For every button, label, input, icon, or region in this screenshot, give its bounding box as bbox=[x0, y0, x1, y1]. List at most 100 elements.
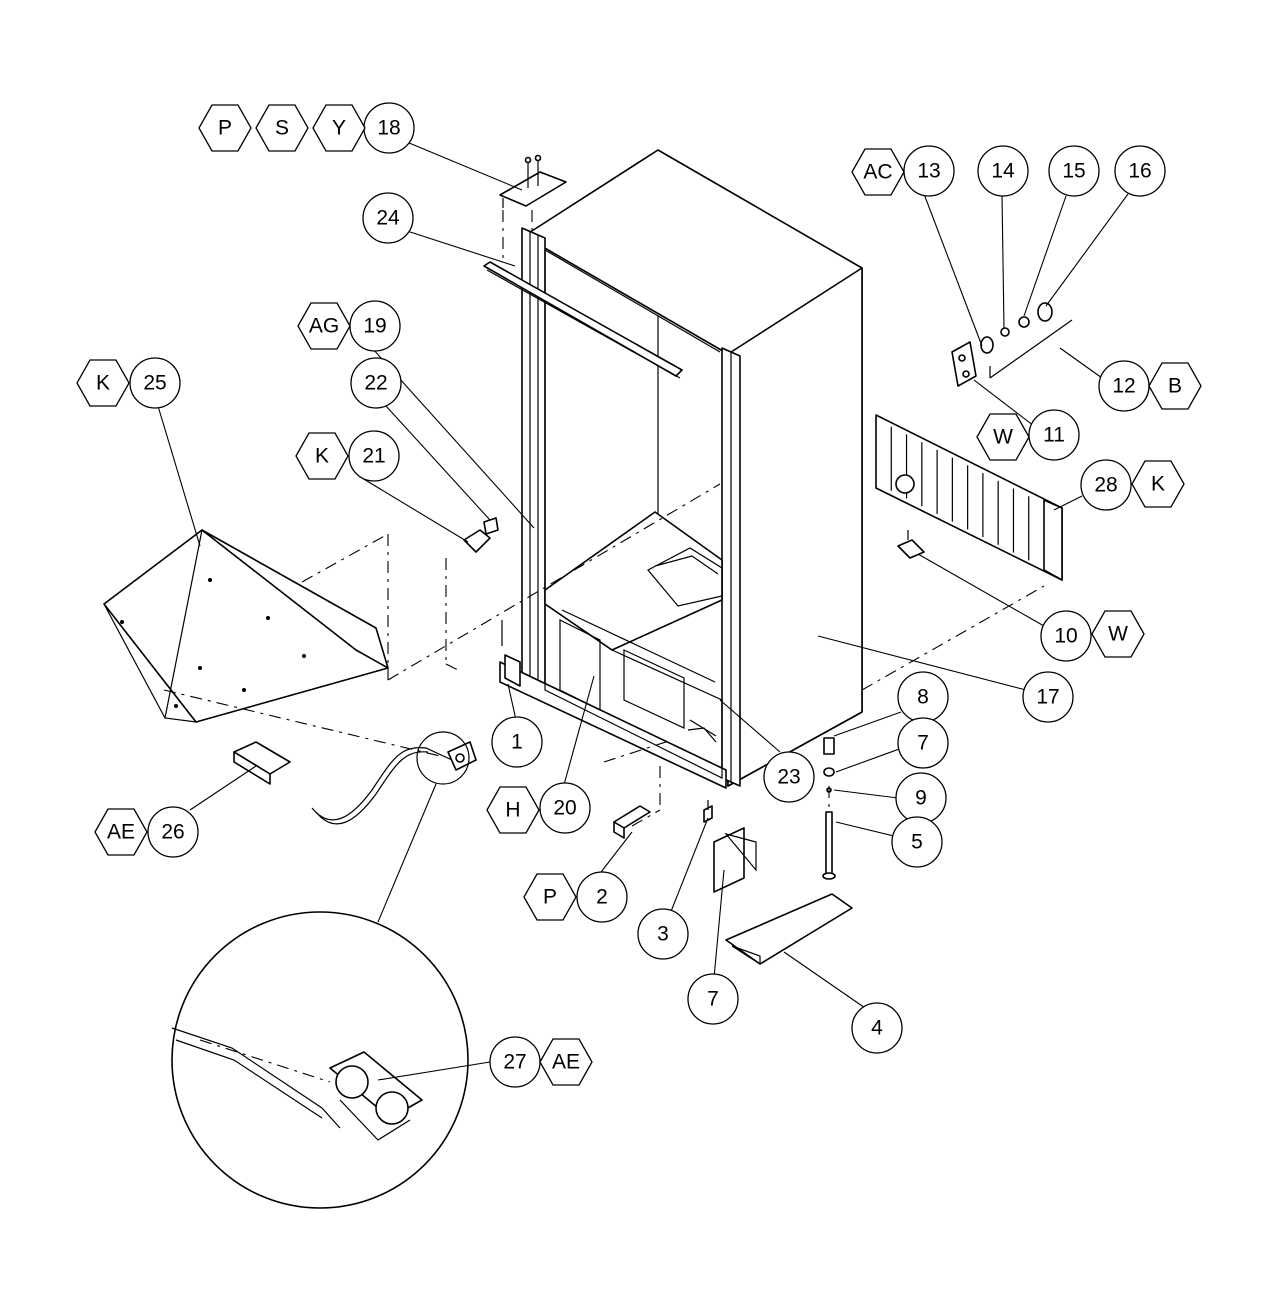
svg-text:H: H bbox=[505, 799, 520, 822]
cover-screw bbox=[208, 578, 212, 582]
svg-text:13: 13 bbox=[917, 160, 940, 183]
svg-text:AE: AE bbox=[107, 821, 135, 844]
callout-11: 11 bbox=[1028, 409, 1080, 461]
callout-S: S bbox=[255, 104, 309, 152]
callout-14: 14 bbox=[977, 145, 1029, 197]
callout-28: 28 bbox=[1080, 459, 1132, 511]
callout-26: 26 bbox=[147, 806, 199, 858]
svg-text:W: W bbox=[993, 426, 1013, 449]
svg-text:21: 21 bbox=[362, 445, 385, 468]
svg-text:15: 15 bbox=[1062, 160, 1085, 183]
callout-27: 27 bbox=[489, 1036, 541, 1088]
callout-AG: AG bbox=[297, 302, 351, 350]
right-hinge-assembly bbox=[951, 302, 1073, 387]
callout-9: 9 bbox=[895, 772, 947, 824]
callout-AE-26: AE bbox=[94, 808, 148, 856]
svg-text:26: 26 bbox=[161, 821, 184, 844]
top-hinge-plate bbox=[499, 154, 567, 208]
svg-text:2: 2 bbox=[596, 886, 608, 909]
callout-21: 21 bbox=[348, 430, 400, 482]
callout-17: 17 bbox=[1022, 671, 1074, 723]
callout-P-2: P bbox=[523, 873, 577, 921]
callout-P: P bbox=[198, 104, 252, 152]
callout-Y: Y bbox=[312, 104, 366, 152]
svg-text:18: 18 bbox=[377, 117, 400, 140]
svg-text:14: 14 bbox=[991, 160, 1015, 183]
bracket-21-22 bbox=[463, 517, 499, 553]
svg-text:5: 5 bbox=[911, 831, 923, 854]
svg-text:24: 24 bbox=[376, 207, 400, 230]
svg-text:19: 19 bbox=[363, 315, 386, 338]
svg-text:K: K bbox=[96, 372, 110, 395]
callout-2: 2 bbox=[576, 871, 628, 923]
power-cord bbox=[311, 731, 477, 825]
callout-AC: AC bbox=[851, 148, 905, 196]
svg-text:16: 16 bbox=[1128, 160, 1151, 183]
callout-K-28: K bbox=[1131, 460, 1185, 508]
callout-16: 16 bbox=[1114, 145, 1166, 197]
small-bracket bbox=[897, 530, 925, 559]
svg-text:25: 25 bbox=[143, 372, 166, 395]
machine-cover bbox=[103, 529, 389, 723]
callout-25: 25 bbox=[129, 357, 181, 409]
callout-18: 18 bbox=[363, 102, 415, 154]
cover-screw bbox=[174, 704, 178, 708]
callouts: 18 Y S P 24 AC 13 14 15 16 AG 19 K 25 22… bbox=[76, 102, 1202, 1088]
svg-text:AE: AE bbox=[552, 1051, 580, 1074]
svg-text:23: 23 bbox=[777, 766, 800, 789]
callout-W-10: W bbox=[1091, 610, 1145, 658]
svg-text:S: S bbox=[275, 117, 289, 140]
svg-text:22: 22 bbox=[364, 372, 387, 395]
svg-text:4: 4 bbox=[871, 1017, 883, 1040]
svg-text:W: W bbox=[1108, 623, 1128, 646]
svg-text:9: 9 bbox=[915, 787, 927, 810]
svg-text:1: 1 bbox=[511, 731, 523, 754]
svg-text:AC: AC bbox=[863, 161, 892, 184]
svg-text:Y: Y bbox=[332, 117, 346, 140]
callout-7-lower: 7 bbox=[687, 973, 739, 1025]
svg-text:K: K bbox=[1151, 473, 1165, 496]
callout-B: B bbox=[1148, 362, 1202, 410]
svg-text:27: 27 bbox=[503, 1051, 526, 1074]
callout-19: 19 bbox=[349, 300, 401, 352]
callout-3: 3 bbox=[637, 908, 689, 960]
callout-10: 10 bbox=[1040, 610, 1092, 662]
cover-screw bbox=[198, 666, 202, 670]
svg-text:17: 17 bbox=[1036, 686, 1059, 709]
cover-screw bbox=[120, 620, 124, 624]
svg-text:3: 3 bbox=[657, 923, 669, 946]
cover-screw bbox=[266, 616, 270, 620]
callout-13: 13 bbox=[903, 145, 955, 197]
cabinet-body bbox=[499, 149, 863, 789]
callout-4: 4 bbox=[851, 1002, 903, 1054]
callout-W-11: W bbox=[976, 413, 1030, 461]
callout-23: 23 bbox=[763, 751, 815, 803]
callout-H: H bbox=[486, 786, 540, 834]
callout-K-21: K bbox=[295, 432, 349, 480]
svg-text:B: B bbox=[1168, 375, 1182, 398]
svg-text:28: 28 bbox=[1094, 474, 1117, 497]
callout-22: 22 bbox=[350, 357, 402, 409]
callout-1: 1 bbox=[491, 716, 543, 768]
front-rail bbox=[483, 261, 683, 379]
svg-text:12: 12 bbox=[1112, 375, 1135, 398]
kick-grille bbox=[875, 414, 1063, 581]
svg-text:7: 7 bbox=[917, 732, 929, 755]
callout-8: 8 bbox=[897, 671, 949, 723]
svg-text:K: K bbox=[315, 445, 329, 468]
leveler-parts bbox=[613, 737, 853, 966]
svg-text:11: 11 bbox=[1043, 424, 1065, 447]
callout-K-25: K bbox=[76, 359, 130, 407]
cover-screw bbox=[242, 688, 246, 692]
svg-text:P: P bbox=[543, 886, 557, 909]
cover-screw bbox=[302, 654, 306, 658]
svg-text:AG: AG bbox=[309, 315, 339, 338]
callout-24: 24 bbox=[362, 192, 414, 244]
callout-7-upper: 7 bbox=[897, 717, 949, 769]
svg-text:8: 8 bbox=[917, 686, 929, 709]
callout-20: 20 bbox=[539, 782, 591, 834]
leader-lines bbox=[157, 139, 1129, 1081]
callout-AE-27: AE bbox=[539, 1038, 593, 1086]
svg-text:20: 20 bbox=[553, 797, 576, 820]
